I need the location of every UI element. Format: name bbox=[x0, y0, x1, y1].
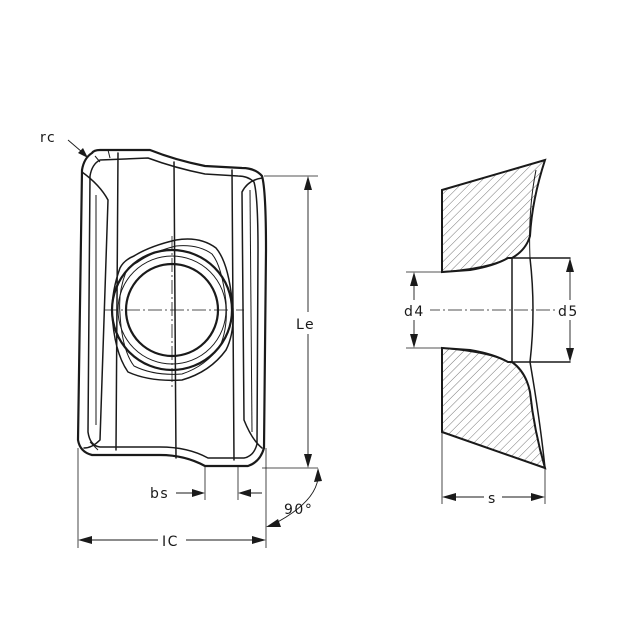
s-dimension: s bbox=[441, 432, 546, 507]
le-label: Le bbox=[296, 317, 315, 333]
section-upper-body bbox=[441, 158, 547, 274]
bs-dimension: bs bbox=[150, 466, 262, 502]
section-lower-body bbox=[441, 346, 547, 470]
corner-detail-top bbox=[94, 149, 111, 163]
le-dimension: Le bbox=[262, 175, 322, 469]
rc-label: rc bbox=[40, 130, 56, 146]
section-right-flank bbox=[529, 257, 546, 469]
left-chamfer bbox=[81, 171, 109, 449]
bore-outline bbox=[441, 257, 571, 273]
d4-dimension: d4 bbox=[402, 271, 442, 349]
bore-outline-lower bbox=[441, 347, 571, 363]
ic-label: IC bbox=[162, 534, 179, 550]
insert-top-view bbox=[76, 148, 268, 468]
angle-label: 90° bbox=[284, 502, 313, 518]
hole-land-contour bbox=[111, 238, 234, 382]
right-chamfer bbox=[241, 177, 263, 449]
insert-outer-contour bbox=[76, 148, 268, 468]
angle-dimension: 90° bbox=[266, 468, 322, 527]
d5-dimension: d5 bbox=[556, 258, 584, 362]
face-line-left bbox=[115, 152, 119, 451]
bs-label: bs bbox=[150, 486, 169, 502]
s-label: s bbox=[488, 491, 497, 507]
right-chamfer-inner bbox=[249, 189, 253, 433]
d4-label: d4 bbox=[404, 304, 425, 320]
section-right-flank-2 bbox=[529, 169, 537, 259]
insert-section-view bbox=[404, 158, 584, 470]
insert-inner-contour bbox=[87, 157, 259, 459]
d5-label: d5 bbox=[558, 304, 579, 320]
rc-callout: rc bbox=[40, 130, 88, 158]
corner-detail-bottom bbox=[89, 441, 99, 451]
ic-dimension: IC bbox=[77, 448, 267, 550]
